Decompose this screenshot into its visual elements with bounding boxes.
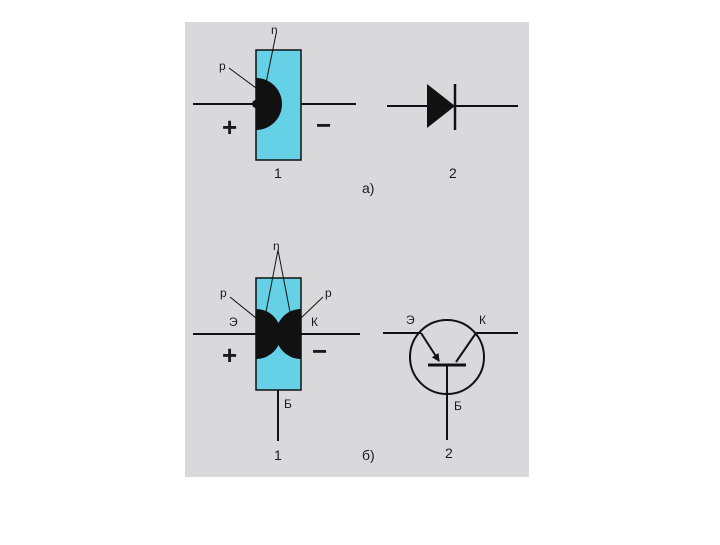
- transistor-p-leader-left: [229, 296, 257, 319]
- transistor-symbol-number: 2: [445, 445, 453, 461]
- diode-caption: а): [362, 180, 374, 196]
- symbol-label-emitter: Э: [406, 313, 415, 327]
- transistor-device-number: 1: [274, 447, 282, 463]
- diode-symbol: [387, 84, 518, 130]
- diode-contact-dot: [252, 100, 260, 108]
- transistor-label-n: n: [273, 239, 280, 253]
- transistor-n-leader-left: [265, 249, 279, 313]
- diode-label-p: p: [219, 59, 226, 73]
- transistor-label-p-left: p: [220, 286, 227, 300]
- diode-symbol-triangle: [427, 84, 455, 128]
- transistor-caption: б): [362, 447, 375, 463]
- transistor-symbol: [383, 319, 518, 440]
- transistor-minus-sign: −: [312, 336, 327, 366]
- diode-n-leader: [264, 33, 277, 89]
- diode-plus-sign: +: [222, 112, 237, 142]
- diode-p-region: [256, 78, 282, 130]
- transistor-label-collector: К: [311, 315, 318, 329]
- symbol-emitter-arrow: [420, 332, 440, 362]
- symbol-collector-line: [455, 332, 477, 363]
- diode-label-n: n: [271, 23, 278, 37]
- transistor-section: n p p Э К Б + − 1 Э К Б 2 б): [193, 239, 518, 463]
- symbol-label-collector: К: [479, 313, 486, 327]
- transistor-n-leader-right: [277, 249, 291, 313]
- transistor-emitter-p-region: [256, 309, 281, 359]
- diode-p-leader: [228, 67, 257, 89]
- transistor-p-leader-right: [300, 296, 324, 319]
- transistor-plus-sign: +: [222, 340, 237, 370]
- diode-section: p n + − 1 2 а): [193, 23, 518, 196]
- transistor-collector-p-region: [276, 309, 301, 359]
- symbol-label-base: Б: [454, 399, 462, 413]
- transistor-label-emitter: Э: [229, 315, 238, 329]
- diode-device-number: 1: [274, 165, 282, 181]
- diode-minus-sign: −: [316, 110, 331, 140]
- diagram-panel: [185, 22, 529, 477]
- transistor-label-base: Б: [284, 397, 292, 411]
- transistor-label-p-right: p: [325, 286, 332, 300]
- diode-symbol-number: 2: [449, 165, 457, 181]
